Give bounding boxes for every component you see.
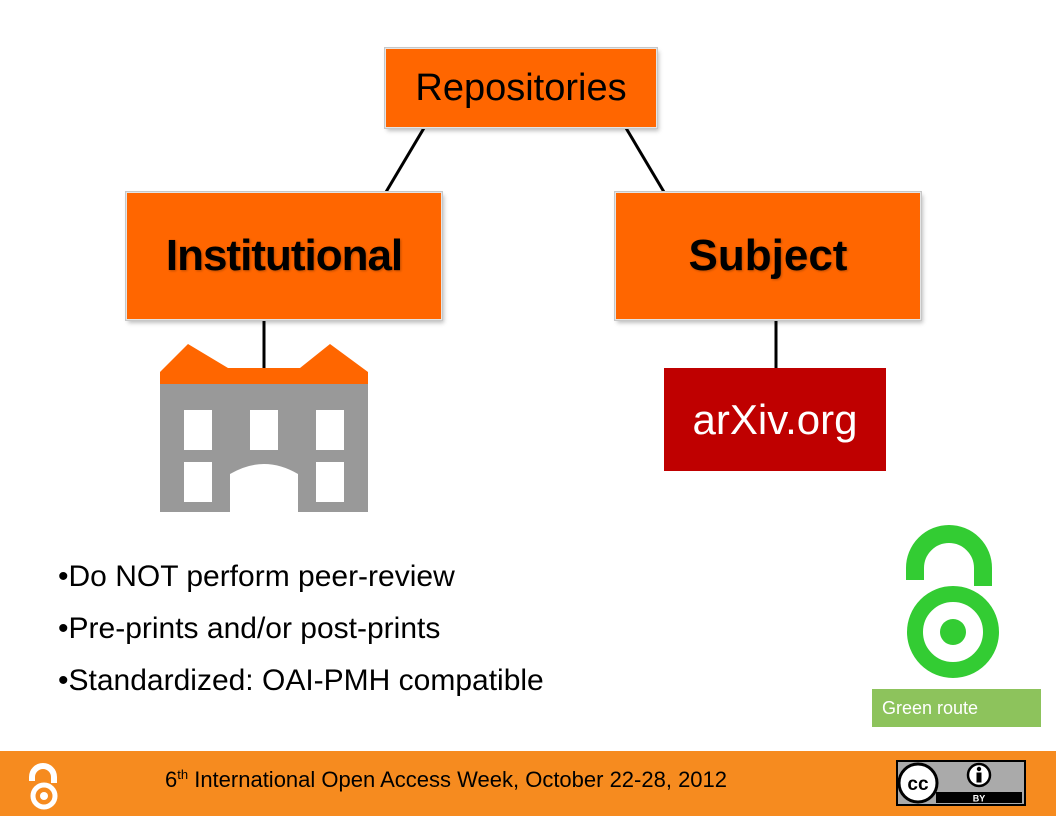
by-label: BY: [973, 794, 986, 804]
connector-root-institutional: [384, 127, 426, 193]
footer-event-text: International Open Access Week, October …: [188, 767, 728, 792]
bullet-item: •Standardized: OAI-PMH compatible: [58, 664, 544, 697]
bullet-text: Pre-prints and/or post-prints: [68, 612, 441, 645]
repositories-node: Repositories: [385, 48, 657, 128]
cc-label: cc: [907, 774, 929, 795]
footer-text: 6th International Open Access Week, Octo…: [165, 767, 727, 793]
institutional-label: Institutional: [165, 231, 403, 280]
connector-root-subject: [624, 127, 666, 193]
subject-node: Subject: [615, 192, 921, 320]
footer-ordinal-number: 6: [165, 767, 178, 792]
cc-by-icon: cc BY: [896, 760, 1026, 806]
building-icon: [160, 344, 368, 512]
arxiv-node: arXiv.org: [664, 368, 886, 471]
green-route-badge: Green route: [872, 689, 1041, 727]
arxiv-label: arXiv.org: [692, 395, 858, 443]
footer-ordinal-suffix: th: [177, 767, 189, 782]
green-route-label: Green route: [882, 698, 979, 718]
footer-bar: 6th International Open Access Week, Octo…: [0, 751, 1056, 816]
bullet-item: •Pre-prints and/or post-prints: [58, 612, 441, 645]
footer-open-access-icon: [29, 763, 58, 810]
institutional-node: Institutional: [126, 192, 442, 320]
open-access-lock-icon: [906, 525, 999, 678]
repositories-label: Repositories: [415, 66, 627, 109]
bullet-list: •Do NOT perform peer-review •Pre-prints …: [58, 556, 544, 712]
bullet-item: •Do NOT perform peer-review: [58, 560, 455, 593]
bullet-text: Do NOT perform peer-review: [68, 560, 455, 593]
subject-label: Subject: [688, 231, 848, 280]
bullet-text: Standardized: OAI-PMH compatible: [68, 664, 544, 697]
